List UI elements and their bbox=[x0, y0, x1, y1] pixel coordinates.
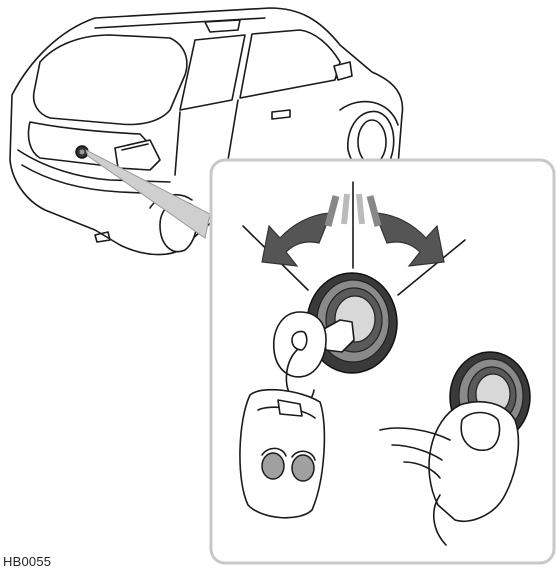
remote-key-fob bbox=[240, 390, 324, 518]
figure-code: HB0055 bbox=[3, 554, 51, 569]
